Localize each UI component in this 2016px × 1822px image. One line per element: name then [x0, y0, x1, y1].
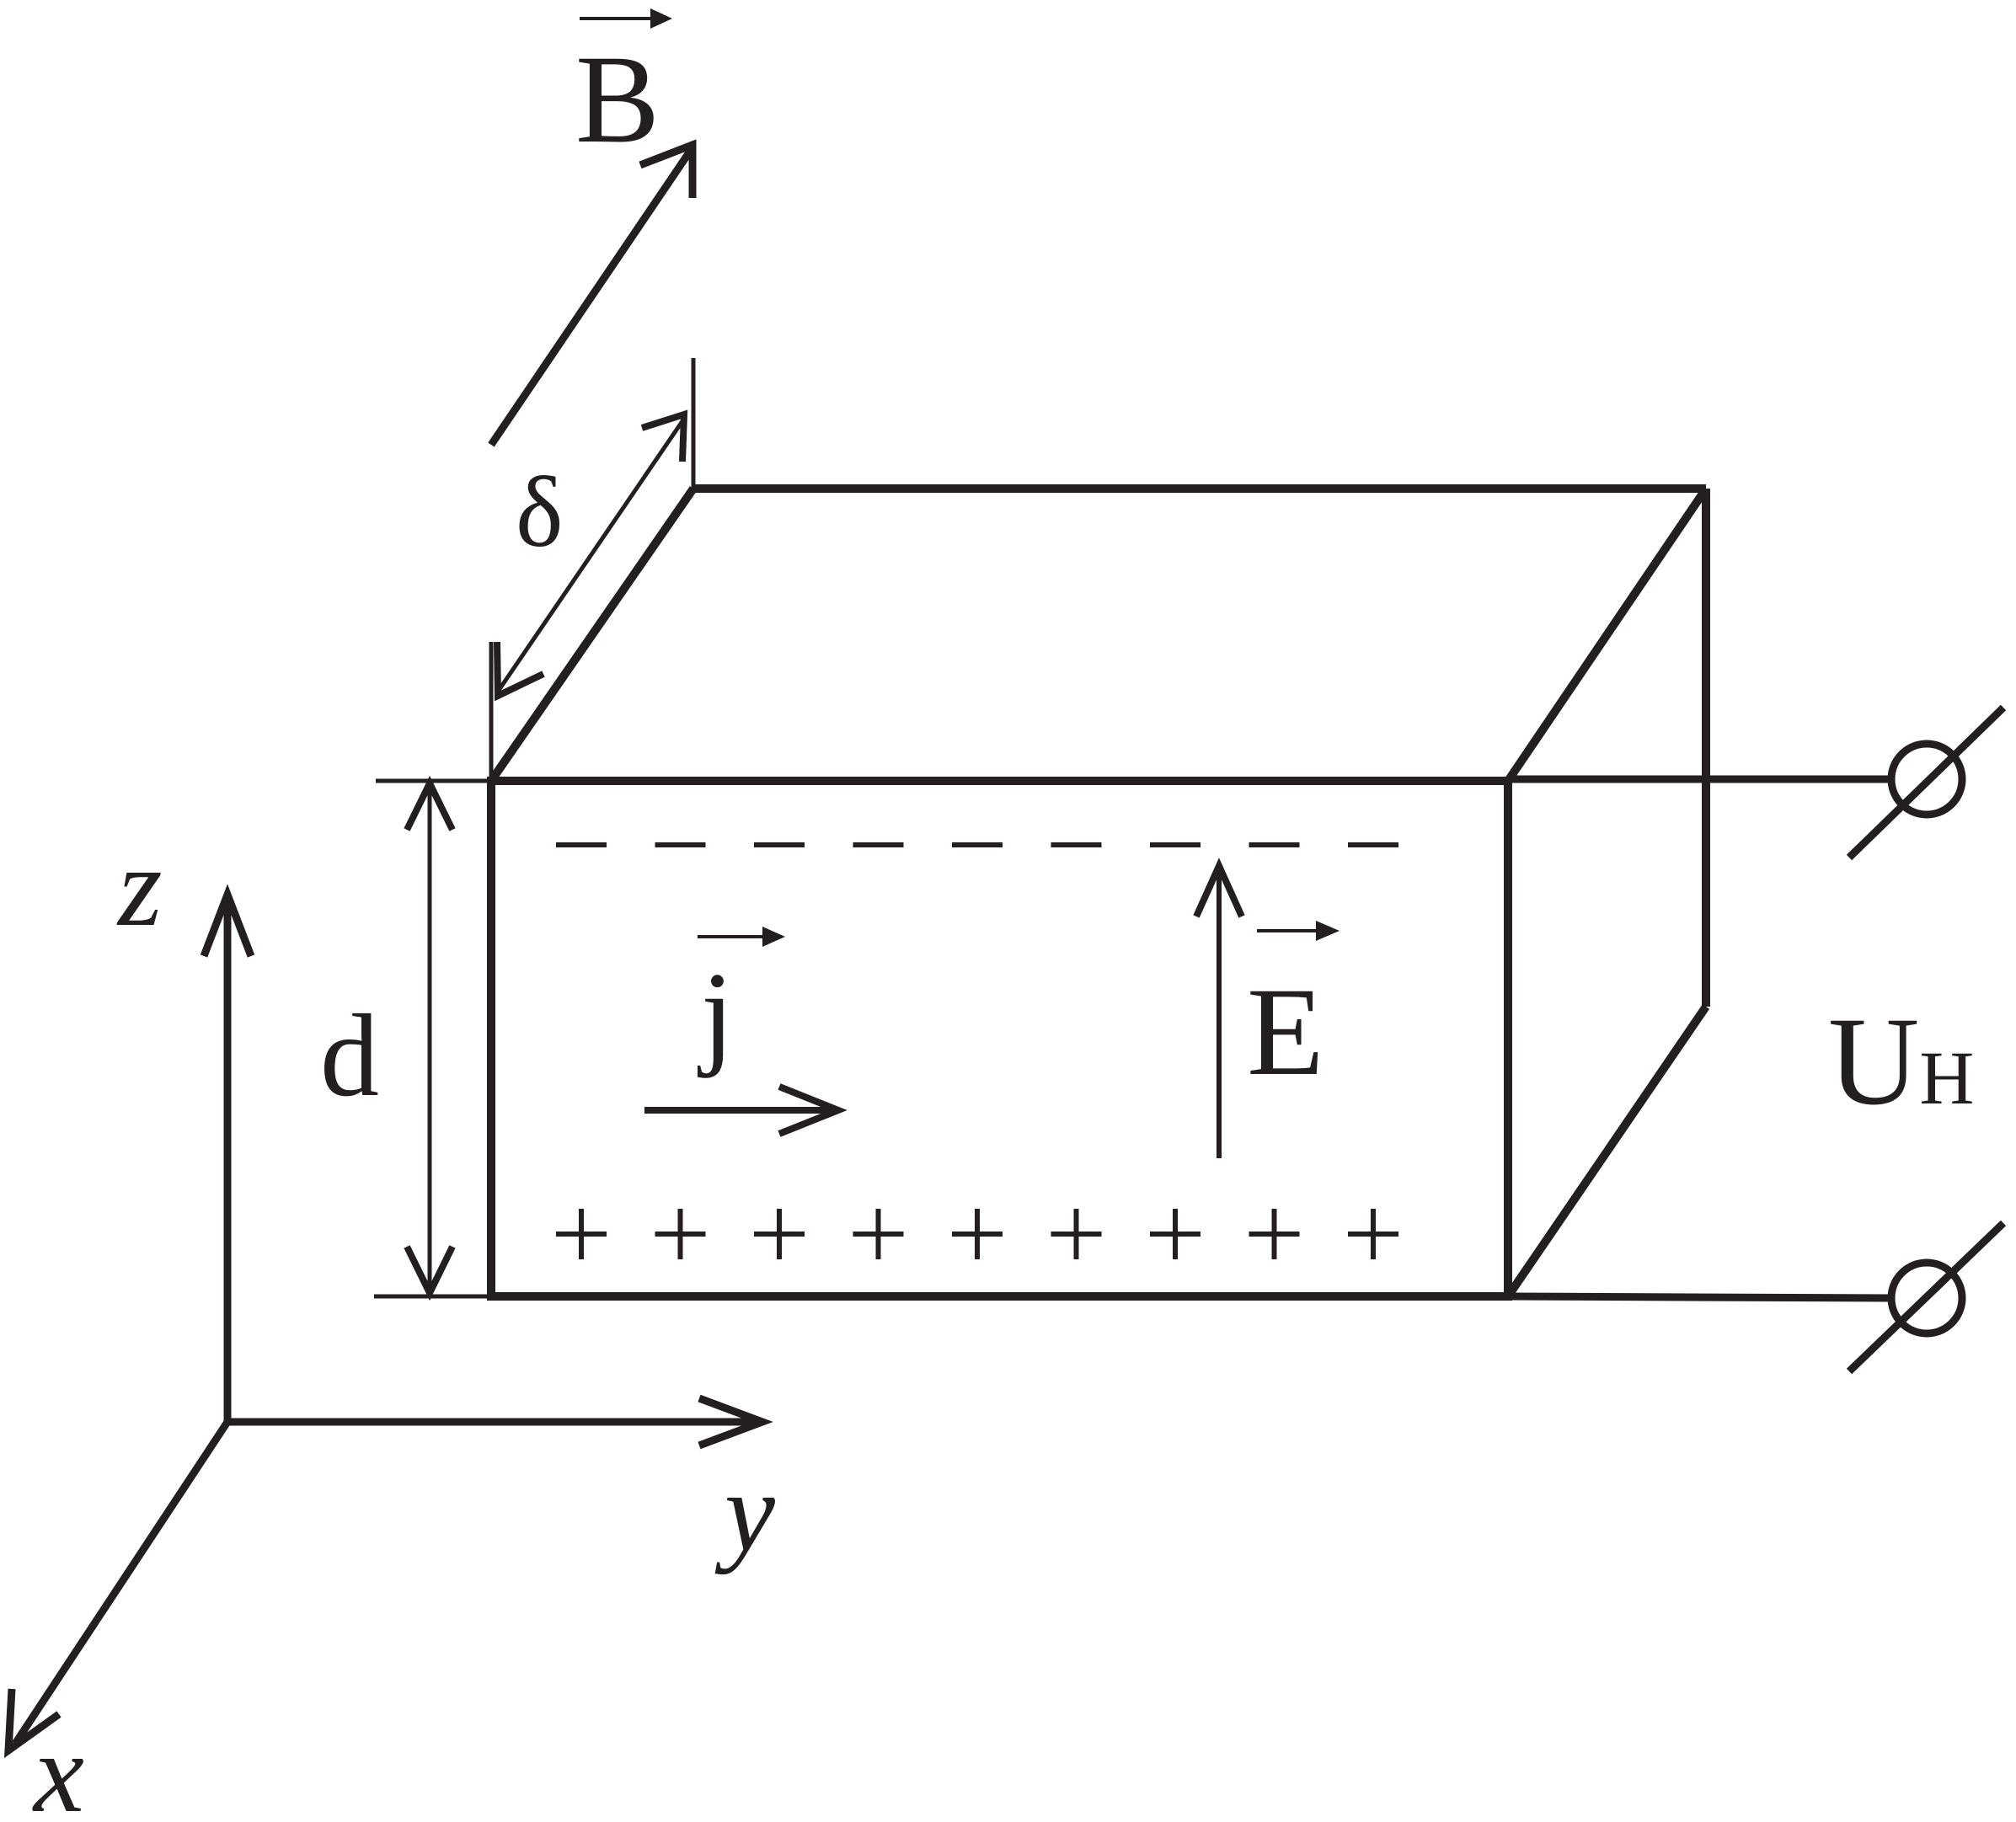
terminal-top-slash — [1846, 704, 2007, 861]
lead-bottom — [1507, 1292, 1892, 1302]
thickness-dimension — [489, 358, 696, 781]
magnetic-field-vector — [488, 139, 697, 447]
electric-field-arrow — [1193, 858, 1245, 1158]
terminal-bottom — [1887, 1258, 1966, 1338]
height-dimension — [374, 775, 491, 1301]
positive-charge — [655, 1209, 706, 1259]
slab-bottom-right-edge — [1504, 1004, 1710, 1299]
j-overbar-head — [762, 927, 785, 947]
label-u: U — [1828, 991, 1919, 1131]
d-arrowhead-top — [404, 775, 456, 831]
label-hall-voltage: UH — [1828, 991, 1974, 1131]
positive-charge — [556, 1209, 607, 1259]
label-e: E — [1247, 962, 1324, 1102]
vector-overbars — [580, 8, 1340, 947]
label-b: B — [575, 29, 660, 169]
positive-charge — [1249, 1209, 1300, 1259]
slab-front-face — [487, 777, 1512, 1301]
positive-charge — [1348, 1209, 1398, 1259]
b-arrow-head — [639, 139, 697, 198]
y-axis-arrowhead — [698, 1394, 773, 1450]
b-arrow-line — [488, 147, 694, 447]
z-axis-arrowhead — [200, 884, 255, 958]
current-density-arrow — [644, 1083, 848, 1137]
coordinate-axes — [3, 884, 773, 1759]
j-arrow-head — [778, 1083, 848, 1137]
delta-arrowhead-upper — [640, 409, 688, 462]
label-z: z — [116, 825, 163, 950]
x-axis-arrowhead — [3, 1688, 61, 1759]
positive-charge — [853, 1209, 904, 1259]
positive-charge — [1150, 1209, 1201, 1259]
positive-charges — [556, 1209, 1398, 1259]
semiconductor-slab — [487, 484, 1710, 1301]
hall-voltage-terminals — [1507, 704, 2007, 1375]
terminal-bottom-slash — [1846, 1220, 2007, 1375]
slab-top-left-edge — [487, 486, 698, 783]
positive-charge — [952, 1209, 1003, 1259]
x-axis-line — [12, 1419, 231, 1746]
positive-charge — [754, 1209, 805, 1259]
d-arrowhead-bottom — [404, 1245, 456, 1301]
label-u-subscript: H — [1919, 1037, 1974, 1120]
b-overbar-head — [650, 8, 672, 29]
terminal-top — [1887, 740, 1966, 819]
label-j: j — [697, 948, 734, 1079]
e-overbar-head — [1316, 921, 1340, 941]
delta-arrowhead-lower — [494, 641, 545, 702]
label-x: x — [32, 1711, 84, 1822]
label-d: d — [320, 991, 379, 1121]
label-delta: δ — [516, 456, 564, 568]
label-y: y — [714, 1450, 775, 1575]
positive-charge — [1051, 1209, 1102, 1259]
e-arrow-head — [1193, 858, 1245, 918]
delta-dimension-line — [497, 419, 685, 691]
slab-top-right-edge — [1504, 486, 1710, 783]
